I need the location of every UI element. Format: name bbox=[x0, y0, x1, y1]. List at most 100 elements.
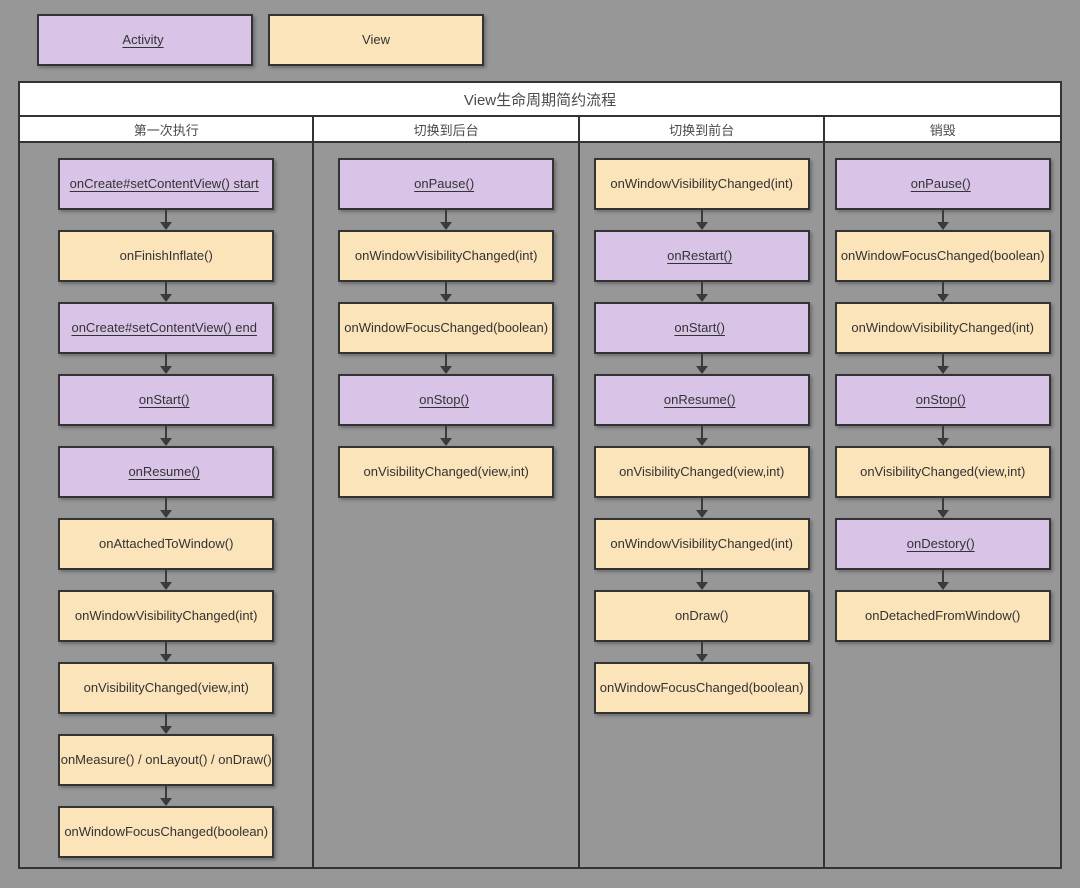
lifecycle-node[interactable]: onWindowFocusChanged(boolean) bbox=[58, 806, 275, 858]
legend-view-label: View bbox=[362, 32, 390, 48]
node-label: onResume() bbox=[128, 464, 200, 480]
node-label: onStop() bbox=[419, 392, 470, 408]
flow-column: onPause() onWindowVisibilityChanged(int) o… bbox=[312, 143, 577, 867]
node-label: onStart() bbox=[674, 320, 725, 336]
flow-column: onCreate#setContentView() start onFinishI… bbox=[20, 143, 312, 867]
lifecycle-node[interactable]: onWindowFocusChanged(boolean) bbox=[593, 662, 810, 714]
column-header: 切换到前台 bbox=[577, 117, 824, 141]
lifecycle-node[interactable]: onVisibilityChanged(view,int) bbox=[593, 446, 810, 498]
column-headers: 第一次执行 切换到后台切换到前台销毁 bbox=[20, 117, 1060, 143]
arrow-down-icon bbox=[160, 642, 173, 662]
node-label: onVisibilityChanged(view,int) bbox=[619, 464, 785, 480]
arrow-down-icon bbox=[936, 210, 949, 230]
node-label: onVisibilityChanged(view,int) bbox=[860, 464, 1026, 480]
node-label: onWindowFocusChanged(boolean) bbox=[64, 824, 269, 840]
arrow-down-icon bbox=[440, 354, 453, 374]
arrow-down-icon bbox=[695, 426, 708, 446]
lifecycle-node[interactable]: onVisibilityChanged(view,int) bbox=[338, 446, 555, 498]
arrow-down-icon bbox=[695, 570, 708, 590]
node-label: onWindowFocusChanged(boolean) bbox=[344, 320, 549, 336]
node-label: onStop() bbox=[915, 392, 966, 408]
lifecycle-node[interactable]: onStop() bbox=[834, 374, 1051, 426]
lifecycle-node[interactable]: onStart() bbox=[593, 302, 810, 354]
arrow-down-icon bbox=[160, 354, 173, 374]
lifecycle-node[interactable]: onWindowFocusChanged(boolean) bbox=[834, 230, 1051, 282]
lifecycle-node[interactable]: onRestart() bbox=[593, 230, 810, 282]
lifecycle-node[interactable]: onVisibilityChanged(view,int) bbox=[834, 446, 1051, 498]
arrow-down-icon bbox=[160, 786, 173, 806]
arrow-down-icon bbox=[160, 210, 173, 230]
arrow-down-icon bbox=[936, 426, 949, 446]
node-label: onCreate#setContentView() start bbox=[69, 176, 259, 192]
node-label: onWindowVisibilityChanged(int) bbox=[610, 176, 793, 192]
node-label: onWindowVisibilityChanged(int) bbox=[851, 320, 1034, 336]
node-label: onCreate#setContentView() end bbox=[71, 320, 257, 336]
lifecycle-node[interactable]: onDetachedFromWindow() bbox=[834, 590, 1051, 642]
node-label: onMeasure() / onLayout() / onDraw() bbox=[60, 752, 272, 768]
node-label: onDetachedFromWindow() bbox=[865, 608, 1021, 624]
lifecycle-node[interactable]: onDraw() bbox=[593, 590, 810, 642]
node-label: onFinishInflate() bbox=[119, 248, 213, 264]
node-label: onStart() bbox=[138, 392, 190, 408]
arrow-down-icon bbox=[160, 570, 173, 590]
arrow-down-icon bbox=[695, 210, 708, 230]
arrow-down-icon bbox=[936, 354, 949, 374]
lifecycle-node[interactable]: onStop() bbox=[338, 374, 555, 426]
arrow-down-icon bbox=[440, 210, 453, 230]
arrow-down-icon bbox=[695, 642, 708, 662]
node-label: onWindowVisibilityChanged(int) bbox=[74, 608, 258, 624]
lifecycle-table: View生命周期简约流程 第一次执行 切换到后台切换到前台销毁 onCreate#… bbox=[18, 81, 1062, 869]
arrow-down-icon bbox=[440, 282, 453, 302]
legend-view-box[interactable]: View bbox=[268, 14, 484, 66]
node-label: onPause() bbox=[414, 176, 475, 192]
node-label: onWindowVisibilityChanged(int) bbox=[610, 536, 793, 552]
lifecycle-node[interactable]: onResume() bbox=[593, 374, 810, 426]
column-header: 切换到后台 bbox=[312, 117, 577, 141]
lifecycle-node[interactable]: onCreate#setContentView() start bbox=[58, 158, 275, 210]
column-header: 第一次执行 bbox=[133, 122, 199, 138]
node-label: onVisibilityChanged(view,int) bbox=[363, 464, 529, 480]
lifecycle-node[interactable]: onResume() bbox=[58, 446, 275, 498]
node-label: onWindowFocusChanged(boolean) bbox=[599, 680, 804, 696]
lifecycle-node[interactable]: onWindowVisibilityChanged(int) bbox=[593, 518, 810, 570]
diagram-title: View生命周期简约流程 bbox=[20, 83, 1060, 117]
lifecycle-node[interactable]: onWindowVisibilityChanged(int) bbox=[58, 590, 275, 642]
arrow-down-icon bbox=[160, 714, 173, 734]
lifecycle-node[interactable]: onStart() bbox=[58, 374, 275, 426]
arrow-down-icon bbox=[936, 282, 949, 302]
arrow-down-icon bbox=[160, 282, 173, 302]
arrow-down-icon bbox=[695, 282, 708, 302]
flow-column: onPause() onWindowFocusChanged(boolean) on… bbox=[823, 143, 1060, 867]
lifecycle-node[interactable]: onCreate#setContentView() end bbox=[58, 302, 275, 354]
arrow-down-icon bbox=[160, 426, 173, 446]
arrow-down-icon bbox=[936, 498, 949, 518]
legend-activity-label: Activity bbox=[122, 32, 164, 48]
arrow-down-icon bbox=[936, 570, 949, 590]
lifecycle-node[interactable]: onMeasure() / onLayout() / onDraw() bbox=[58, 734, 275, 786]
lifecycle-node[interactable]: onWindowVisibilityChanged(int) bbox=[834, 302, 1051, 354]
node-label: onAttachedToWindow() bbox=[99, 536, 234, 552]
arrow-down-icon bbox=[695, 498, 708, 518]
lifecycle-node[interactable]: onDestory() bbox=[834, 518, 1051, 570]
legend-activity-box[interactable]: Activity bbox=[37, 14, 253, 66]
lifecycle-node[interactable]: onVisibilityChanged(view,int) bbox=[58, 662, 275, 714]
node-label: onRestart() bbox=[667, 248, 733, 264]
arrow-down-icon bbox=[160, 498, 173, 518]
lifecycle-node[interactable]: onPause() bbox=[338, 158, 555, 210]
node-label: onDestory() bbox=[906, 536, 975, 552]
lifecycle-node[interactable]: onWindowVisibilityChanged(int) bbox=[593, 158, 810, 210]
node-label: onWindowFocusChanged(boolean) bbox=[840, 248, 1045, 264]
lifecycle-node[interactable]: onWindowFocusChanged(boolean) bbox=[338, 302, 555, 354]
lifecycle-node[interactable]: onPause() bbox=[834, 158, 1051, 210]
lifecycle-node[interactable]: onFinishInflate() bbox=[58, 230, 275, 282]
lifecycle-node[interactable]: onWindowVisibilityChanged(int) bbox=[338, 230, 555, 282]
node-label: onVisibilityChanged(view,int) bbox=[83, 680, 249, 696]
node-label: onResume() bbox=[663, 392, 736, 408]
arrow-down-icon bbox=[695, 354, 708, 374]
node-label: onDraw() bbox=[674, 608, 729, 624]
node-label: onWindowVisibilityChanged(int) bbox=[354, 248, 538, 264]
column-header: 销毁 bbox=[823, 117, 1060, 141]
node-label: onPause() bbox=[910, 176, 971, 192]
table-body: onCreate#setContentView() start onFinishI… bbox=[20, 143, 1060, 867]
lifecycle-node[interactable]: onAttachedToWindow() bbox=[58, 518, 275, 570]
